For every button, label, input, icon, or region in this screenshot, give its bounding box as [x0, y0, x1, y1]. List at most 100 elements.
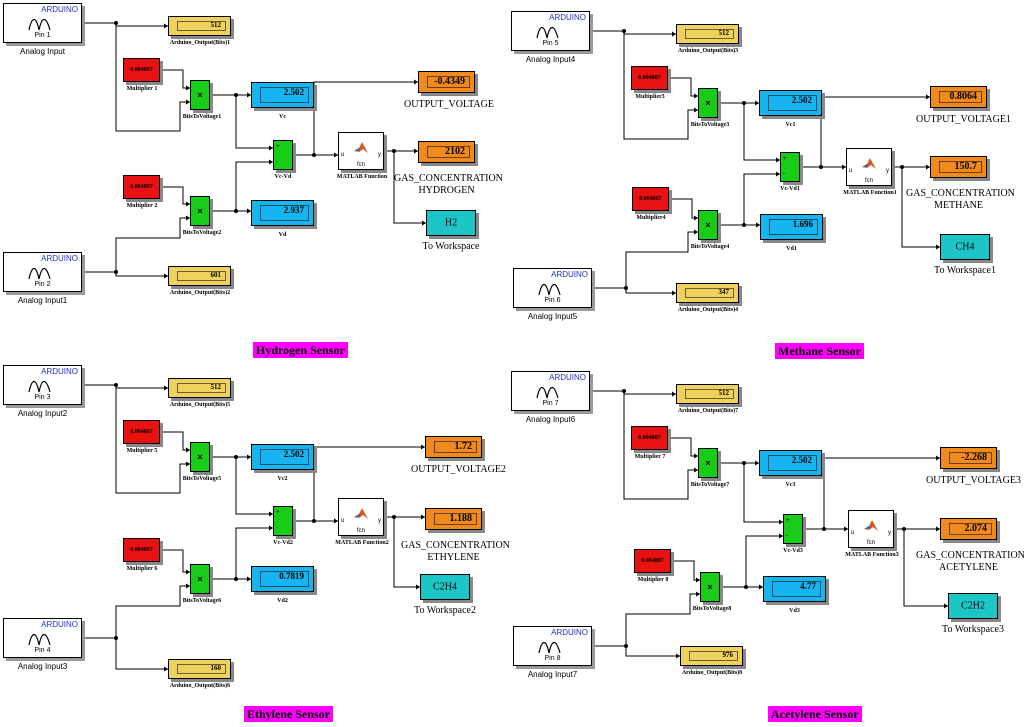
- input-port-label: u: [341, 152, 345, 158]
- multiply-icon: ×: [707, 582, 713, 592]
- multiplier-value: 0.004887: [130, 429, 153, 435]
- multiplier-constant[interactable]: 0.004887: [123, 175, 160, 199]
- vd-display[interactable]: 0.7819: [251, 566, 314, 592]
- arrowhead: [414, 79, 418, 85]
- output-voltage-display-value: -0.4349: [427, 76, 470, 88]
- to-workspace-block[interactable]: C2H2: [948, 593, 998, 619]
- product-block[interactable]: ×: [698, 210, 718, 240]
- arrowhead: [186, 201, 190, 207]
- product-block[interactable]: ×: [698, 448, 718, 478]
- output-voltage-display[interactable]: 0.8064: [930, 86, 987, 108]
- vc-display[interactable]: 2.502: [759, 450, 822, 476]
- arrowhead: [421, 514, 425, 520]
- workspace-variable: C2H2: [961, 600, 985, 612]
- to-workspace-block[interactable]: C2H4: [420, 574, 470, 600]
- multiplier-constant[interactable]: 0.004887: [631, 66, 668, 90]
- product-block[interactable]: ×: [190, 80, 210, 110]
- multiplier-constant[interactable]: 0.004887: [631, 426, 668, 450]
- signal-line: [235, 527, 273, 579]
- sum-block[interactable]: +-: [780, 152, 800, 182]
- multiplier-constant[interactable]: 0.004887: [634, 549, 671, 573]
- vc-display[interactable]: 2.502: [759, 90, 822, 116]
- vc-display[interactable]: 2.502: [251, 444, 314, 470]
- product-block-label: BitsToVoltage2: [182, 230, 222, 236]
- sensor-section-title: Hydrogen Sensor: [253, 342, 348, 358]
- product-block[interactable]: ×: [190, 196, 210, 226]
- vc-display[interactable]: 2.502: [251, 82, 314, 108]
- arduino-brand-label: ARDUINO: [549, 373, 586, 382]
- gas-concentration-display[interactable]: 2102: [418, 141, 475, 163]
- product-block[interactable]: ×: [190, 564, 210, 594]
- matlab-logo-icon: [354, 142, 368, 153]
- arduino-analog-input-block[interactable]: ARDUINO Pin 7: [511, 371, 590, 411]
- multiplier-label: Multiplier 5: [126, 448, 158, 454]
- gas-concentration-display[interactable]: 150.7: [930, 156, 987, 178]
- product-block[interactable]: ×: [698, 88, 718, 118]
- vd-display[interactable]: 4.77: [763, 576, 826, 602]
- gas-concentration-display[interactable]: 2.074: [940, 518, 997, 540]
- vd-label: Vd1: [786, 246, 797, 252]
- arrowhead: [672, 391, 676, 397]
- multiplier-constant[interactable]: 0.004887: [632, 187, 669, 211]
- output-port-label: y: [378, 152, 381, 158]
- multiplier-value: 0.004887: [130, 67, 153, 73]
- arduino-output-bits-display[interactable]: 512: [168, 378, 231, 398]
- sum-block[interactable]: +-: [273, 140, 293, 170]
- arduino-output-bits-display-value: 976: [689, 651, 738, 661]
- arduino-output-bits-display[interactable]: 512: [676, 384, 739, 404]
- arrowhead: [247, 208, 251, 214]
- sum-block[interactable]: +-: [783, 514, 803, 544]
- arduino-output-bits-display[interactable]: 160: [168, 659, 231, 679]
- arduino-output-bits-display[interactable]: 601: [168, 266, 231, 286]
- input-port-label: u: [341, 518, 345, 524]
- minus-sign: -: [783, 171, 785, 177]
- vc-display-value: 2.502: [260, 449, 309, 465]
- output-voltage-display[interactable]: -0.4349: [418, 71, 475, 93]
- gas-concentration-display-value: 2102: [427, 146, 470, 158]
- output-voltage-display[interactable]: 1.72: [425, 436, 482, 458]
- pin-label: Pin 7: [542, 400, 559, 407]
- arduino-output-bits-display-value: 512: [685, 29, 734, 39]
- sum-block[interactable]: +-: [273, 506, 293, 536]
- arrowhead: [269, 511, 273, 517]
- arrowhead: [164, 273, 168, 279]
- arduino-output-bits-display[interactable]: 512: [168, 16, 231, 36]
- to-workspace-block[interactable]: CH4: [940, 234, 990, 260]
- output-voltage-label: OUTPUT_VOLTAGE1: [916, 114, 1011, 125]
- vd-display[interactable]: 1.696: [760, 214, 823, 240]
- minus-sign: -: [276, 525, 278, 531]
- multiplier-constant[interactable]: 0.004887: [123, 58, 160, 82]
- signal-line: [393, 151, 426, 224]
- arduino-block-name: Analog Input4: [525, 55, 576, 64]
- arduino-output-bits-display[interactable]: 512: [676, 24, 739, 44]
- product-block[interactable]: ×: [700, 572, 720, 602]
- to-workspace-block[interactable]: H2: [426, 210, 476, 236]
- arduino-output-bits-label: Arduino_Output(Bits)8: [681, 670, 743, 676]
- vc-display-value: 2.502: [768, 455, 817, 471]
- gas-concentration-display[interactable]: 1.188: [425, 508, 482, 530]
- product-block[interactable]: ×: [190, 442, 210, 472]
- vd-display[interactable]: 2.937: [251, 200, 314, 226]
- multiplier-constant[interactable]: 0.004887: [123, 538, 160, 562]
- signal-line: [593, 645, 680, 657]
- arduino-output-bits-display[interactable]: 347: [676, 283, 739, 303]
- gas-concentration-display-value: 2.074: [949, 523, 992, 535]
- arrowhead: [186, 583, 190, 589]
- multiplier-constant[interactable]: 0.004887: [123, 420, 160, 444]
- pin-label: Pin 5: [542, 40, 559, 47]
- arduino-output-bits-display[interactable]: 976: [680, 646, 743, 666]
- arrowhead: [779, 533, 783, 539]
- output-voltage-display[interactable]: -2.268: [940, 447, 997, 469]
